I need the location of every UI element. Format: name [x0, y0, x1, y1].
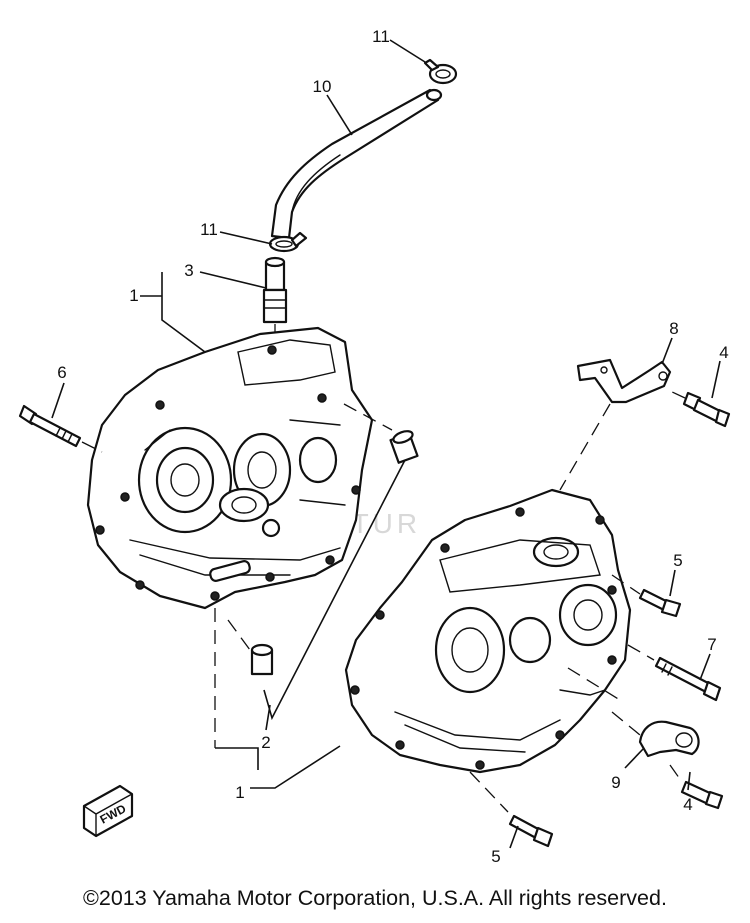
bolt-6-dash	[81, 441, 103, 453]
callout-3: 3	[184, 261, 193, 280]
bolt-5-lower	[508, 814, 554, 848]
breather-pipe-fitting	[262, 256, 288, 324]
callout-11-top: 11	[372, 27, 390, 46]
fwd-arrow: FWD	[82, 784, 134, 838]
callout-6: 6	[57, 363, 66, 382]
callout-8: 8	[669, 319, 678, 338]
callout-4-lower: 4	[683, 795, 692, 814]
copyright-notice: ©2013 Yamaha Motor Corporation, U.S.A. A…	[83, 886, 667, 910]
alignment-dash-lines	[214, 389, 686, 813]
callout-1-upper: 1	[129, 286, 138, 305]
bolt-6	[18, 404, 82, 448]
callout-5-lower: 5	[491, 847, 500, 866]
hose-clamp-lower	[268, 231, 308, 253]
left-crankcase-half	[86, 326, 374, 610]
bolt-4-upper	[682, 391, 731, 428]
bracket-8	[576, 358, 672, 404]
callout-11-lower: 11	[200, 220, 218, 239]
breather-hose	[270, 88, 443, 240]
dowel-pin-lower	[250, 643, 274, 676]
callout-9: 9	[611, 773, 620, 792]
callout-1-lower: 1	[235, 783, 244, 802]
bolt-7	[654, 656, 722, 702]
callout-10: 10	[313, 77, 332, 96]
dowel-pin-upper	[389, 430, 419, 464]
bolt-4-lower	[680, 780, 724, 810]
callout-7: 7	[707, 635, 716, 654]
bolt-5-upper	[638, 588, 682, 618]
clip-9	[638, 720, 700, 758]
leader-lines	[51, 39, 721, 849]
callout-4-upper: 4	[719, 343, 728, 362]
right-crankcase-half	[344, 488, 632, 774]
callout-5-upper: 5	[673, 551, 682, 570]
callout-2: 2	[261, 733, 270, 752]
hose-clamp-top	[423, 58, 458, 85]
